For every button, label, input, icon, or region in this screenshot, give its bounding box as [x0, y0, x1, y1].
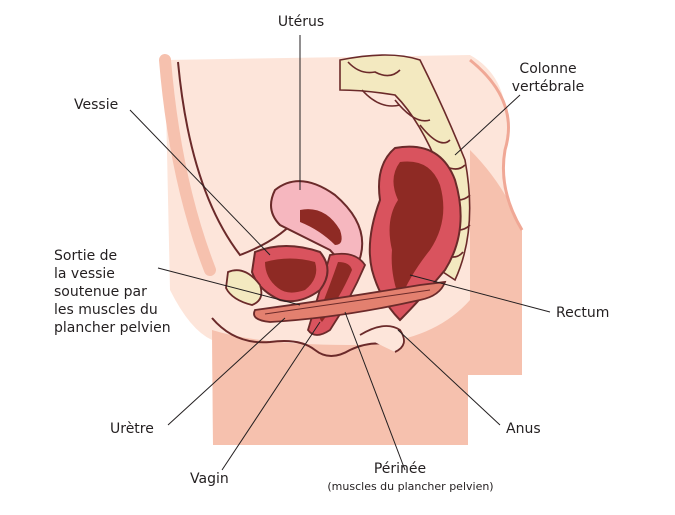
leader-urethra [167, 317, 286, 426]
label-spine: Colonne vertébrale [511, 61, 585, 95]
bladder [250, 245, 329, 303]
leader-perineum [344, 311, 406, 471]
perineum-contour [211, 317, 396, 357]
label-bladder: Vessie [74, 97, 119, 113]
label-urethra: Urètre [110, 421, 154, 437]
rectum [368, 145, 462, 322]
body-shading [212, 150, 522, 445]
pubic-bone [225, 269, 263, 306]
back-contour [469, 58, 524, 231]
label-anus: Anus [506, 421, 541, 437]
label-perineum-note: (muscles du plancher pelvien) [327, 480, 494, 493]
buttock-contour [359, 325, 405, 353]
label-vagina: Vagin [190, 471, 229, 487]
leader-lines [129, 35, 551, 471]
abdomen-contour [159, 54, 216, 276]
leader-bladder-outlet [157, 267, 301, 306]
label-bladder-outlet: Sortie de la vessie soutenue par les mus… [54, 248, 171, 336]
label-perineum: Périnée [373, 461, 427, 477]
label-uterus: Utérus [277, 14, 325, 30]
leader-spine [454, 94, 521, 156]
leader-rectum [409, 274, 551, 313]
leader-anus [397, 329, 501, 426]
abdomen-wall [177, 61, 301, 257]
leader-bladder [129, 109, 271, 256]
label-rectum: Rectum [556, 305, 610, 321]
pelvic-floor-muscle [253, 280, 447, 323]
leader-vagina [221, 321, 321, 471]
